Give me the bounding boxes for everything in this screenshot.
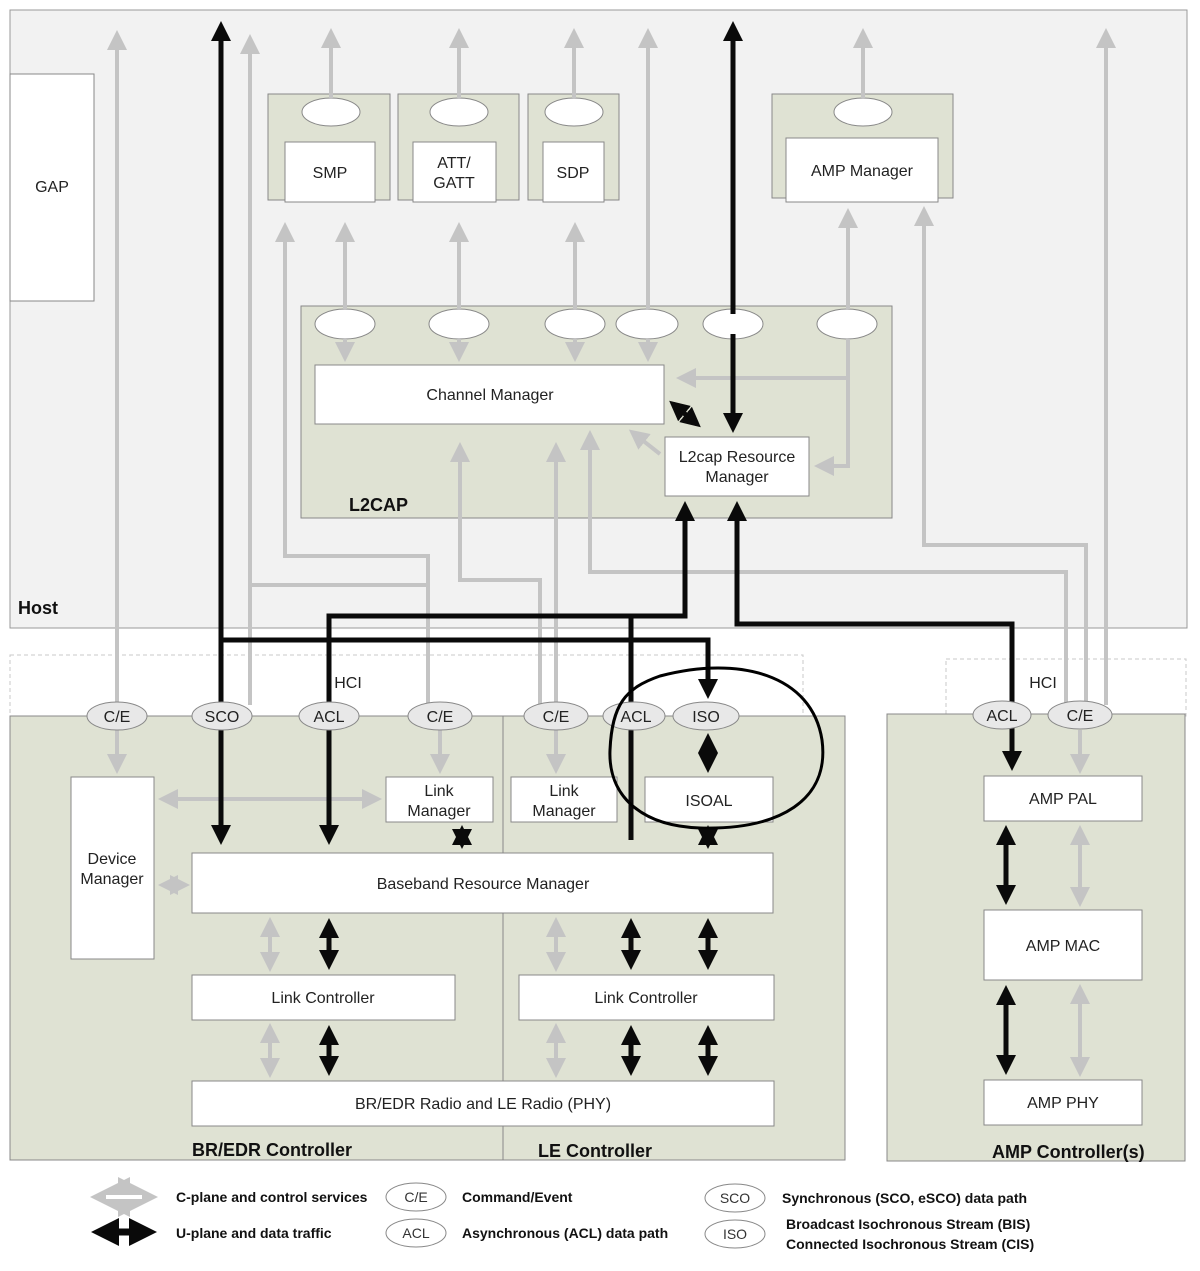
gap-label: GAP [35, 179, 69, 196]
acl-legend-badge-label: ACL [402, 1225, 429, 1241]
l2cap-port [544, 308, 606, 340]
l2cap-port [314, 308, 376, 340]
bredr-link-manager-label-1: Link [424, 783, 454, 800]
hci-label-right: HCI [1029, 675, 1057, 692]
cplane-legend-label: C-plane and control services [176, 1189, 368, 1205]
amp-ce-port-label: C/E [1067, 708, 1094, 725]
att-gatt-box [412, 141, 497, 203]
smp-box [284, 141, 376, 203]
sco-port [191, 701, 253, 731]
amp-pal-box [983, 775, 1143, 822]
control-arrow [914, 206, 1088, 705]
amp-phy-label: AMP PHY [1027, 1095, 1099, 1112]
l2cap-port [615, 308, 679, 340]
baseband-resource-manager-box [191, 852, 774, 914]
amp-pal-label: AMP PAL [1029, 791, 1097, 808]
ce-legend-badge-label: C/E [404, 1189, 427, 1205]
amp-manager-box [785, 137, 939, 203]
sdp-port [544, 97, 604, 127]
acl-legend-badge [385, 1218, 447, 1248]
sdp-box [542, 141, 605, 203]
channel-manager-label: Channel Manager [426, 387, 554, 404]
acl-legend-label: Asynchronous (ACL) data path [462, 1225, 668, 1241]
bredr-acl-port [298, 701, 360, 731]
le-ce-port [523, 701, 589, 731]
device-manager-label-2: Manager [80, 871, 144, 888]
gap-box [9, 73, 95, 302]
iso-port [672, 701, 740, 731]
bredr-ce-port [86, 701, 148, 731]
host-title: Host [18, 598, 58, 618]
iso-legend-badge-label: ISO [723, 1226, 747, 1242]
iso-port-label: ISO [692, 709, 720, 726]
hci-ports: C/E SCO ACL C/E C/E ACL ISO ACL C/E [86, 700, 1113, 731]
radio-label: BR/EDR Radio and LE Radio (PHY) [355, 1096, 611, 1113]
amp-manager-port [833, 97, 893, 127]
smp-port [301, 97, 361, 127]
data-arrow [669, 400, 701, 428]
bredr-ce-port-label: C/E [104, 709, 131, 726]
resource-manager-label-2: Manager [705, 469, 769, 486]
l2cap-title: L2CAP [349, 495, 408, 515]
resource-manager-label-1: L2cap Resource [679, 449, 796, 466]
l2cap-resource-manager-box [664, 436, 810, 497]
iso-highlight-circle [608, 666, 825, 830]
radio-box [191, 1080, 775, 1127]
l2cap-port [428, 308, 490, 340]
iso-legend-badge [704, 1219, 766, 1249]
gatt-label: GATT [433, 175, 475, 192]
data-arrow [221, 637, 718, 699]
ce-legend-badge [385, 1182, 447, 1212]
l2cap-port [816, 308, 878, 340]
sco-legend-badge-label: SCO [720, 1190, 750, 1206]
bredr-link-controller-box [191, 974, 456, 1021]
bredr-link-manager-label-2: Manager [407, 803, 471, 820]
smp-label: SMP [313, 165, 348, 182]
amp-manager-label: AMP Manager [811, 163, 914, 180]
bredr-link-controller-label: Link Controller [271, 990, 375, 1007]
sco-legend-label: Synchronous (SCO, eSCO) data path [782, 1190, 1027, 1206]
device-manager-label-1: Device [88, 851, 137, 868]
le-ce-port-label: C/E [543, 709, 570, 726]
sco-port-label: SCO [205, 709, 240, 726]
amp-controller-title: AMP Controller(s) [992, 1142, 1145, 1162]
amp-acl-port-label: ACL [986, 708, 1017, 725]
channel-manager-box [314, 364, 665, 425]
amp-phy-box [983, 1079, 1143, 1126]
ce-legend-label: Command/Event [462, 1189, 573, 1205]
amp-acl-port [972, 700, 1032, 730]
bredr-controller-title: BR/EDR Controller [192, 1140, 352, 1160]
le-controller-title: LE Controller [538, 1141, 652, 1161]
hci-label-left: HCI [334, 675, 362, 692]
control-arrow [628, 429, 662, 456]
le-link-manager-label-2: Manager [532, 803, 596, 820]
legend: C-plane and control services U-plane and… [90, 1177, 1034, 1252]
amp-mac-label: AMP MAC [1026, 938, 1100, 955]
amp-mac-box [983, 909, 1143, 981]
le-link-controller-box [518, 974, 775, 1021]
att-port [429, 97, 489, 127]
bredr-ce2-port-label: C/E [427, 709, 454, 726]
bredr-ce2-port [407, 701, 473, 731]
iso-legend-label-2: Connected Isochronous Stream (CIS) [786, 1236, 1034, 1252]
le-link-manager-label-1: Link [549, 783, 579, 800]
bredr-acl-port-label: ACL [313, 709, 344, 726]
uplane-legend-label: U-plane and data traffic [176, 1225, 332, 1241]
isoal-label: ISOAL [685, 793, 732, 810]
sdp-label: SDP [557, 165, 590, 182]
baseband-label: Baseband Resource Manager [377, 876, 590, 893]
le-acl-port-label: ACL [620, 709, 651, 726]
data-arrow [727, 501, 1015, 704]
amp-ce-port [1047, 700, 1113, 730]
iso-legend-label-1: Broadcast Isochronous Stream (BIS) [786, 1216, 1030, 1232]
device-manager-box [70, 776, 155, 960]
control-arrow [814, 378, 850, 476]
att-label: ATT/ [437, 155, 471, 172]
sco-legend-badge [704, 1183, 766, 1213]
le-link-controller-label: Link Controller [594, 990, 698, 1007]
